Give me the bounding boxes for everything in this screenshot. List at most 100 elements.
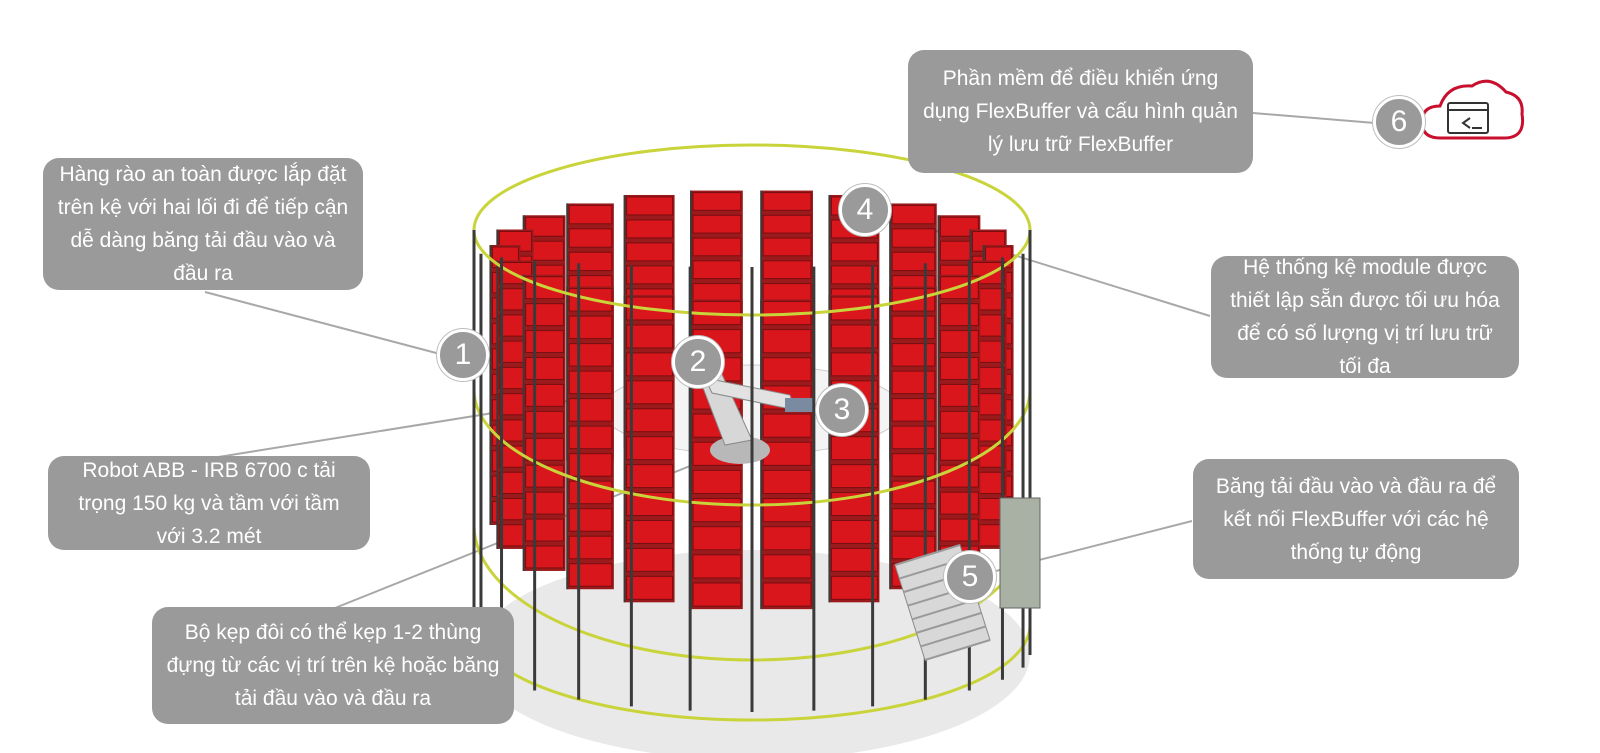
rack-column <box>496 260 534 549</box>
storage-bin <box>762 469 812 495</box>
callout-racking-text: Hệ thống kệ module được thiết lập sẵn đư… <box>1230 256 1500 378</box>
storage-bin <box>525 545 565 569</box>
storage-bin <box>525 303 565 327</box>
storage-bin <box>891 370 936 395</box>
storage-bin <box>830 520 878 544</box>
robot-gripper <box>785 398 815 412</box>
storage-bin <box>568 398 613 422</box>
storage-bin <box>830 352 878 377</box>
storage-bin <box>762 526 812 551</box>
storage-bin <box>762 329 812 354</box>
rack-column <box>623 295 675 603</box>
storage-bin <box>525 410 565 434</box>
storage-bin <box>830 324 878 349</box>
control-cabinet <box>999 497 1041 609</box>
storage-bin <box>939 437 979 461</box>
storage-bin <box>830 265 878 285</box>
rack-column <box>522 274 566 571</box>
storage-bin <box>762 192 812 211</box>
conveyor-roller <box>920 625 987 648</box>
callout-safety-fence-text: Hàng rào an toàn được lắp đặt trên kệ vớ… <box>57 163 349 285</box>
callout-gripper: Bộ kẹp đôi có thể kẹp 1-2 thùng đựng từ … <box>152 607 514 724</box>
storage-bin <box>525 383 565 407</box>
storage-bin <box>692 192 742 211</box>
storage-bin <box>939 464 979 488</box>
storage-bin <box>762 582 812 607</box>
marker-5: 5 <box>944 551 996 603</box>
conveyor-roller <box>924 639 991 661</box>
storage-bin <box>626 464 674 489</box>
storage-bin <box>568 343 613 367</box>
storage-bin <box>626 352 674 377</box>
storage-bin <box>891 425 936 450</box>
storage-bin <box>568 251 613 272</box>
callout-robot: Robot ABB - IRB 6700 c tải trọng 150 kg … <box>48 456 370 550</box>
storage-bin <box>939 518 979 542</box>
callout-safety-fence: Hàng rào an toàn được lắp đặt trên kệ vớ… <box>43 158 363 290</box>
storage-bin <box>891 315 936 340</box>
storage-bin <box>762 357 812 382</box>
callout-racking: Hệ thống kệ module được thiết lập sẵn đư… <box>1211 256 1519 378</box>
storage-bin <box>762 283 812 302</box>
storage-bin <box>939 410 979 434</box>
storage-bin <box>891 251 936 272</box>
storage-bin <box>626 575 674 600</box>
storage-bin <box>891 508 936 532</box>
callout-software: Phần mềm để điều khiển ứng dụng FlexBuff… <box>908 50 1253 173</box>
storage-bin <box>568 453 613 477</box>
storage-bin <box>762 554 812 579</box>
storage-bin <box>939 303 979 327</box>
storage-bin <box>830 242 878 262</box>
storage-bin <box>626 380 674 405</box>
storage-bin <box>891 398 936 422</box>
marker-1: 1 <box>437 329 489 381</box>
leader-line-1 <box>204 291 441 355</box>
storage-bin <box>626 436 674 461</box>
storage-bin <box>891 453 936 477</box>
storage-bin <box>525 464 565 488</box>
callout-gripper-text: Bộ kẹp đôi có thể kẹp 1-2 thùng đựng từ … <box>166 621 500 710</box>
storage-bin <box>692 214 742 234</box>
storage-bin <box>525 216 565 237</box>
storage-bin <box>830 436 878 461</box>
storage-bin <box>626 196 674 216</box>
storage-bin <box>692 526 742 551</box>
storage-bin <box>762 441 812 466</box>
storage-bin <box>692 554 742 579</box>
conveyor-roller <box>894 544 961 566</box>
callout-robot-text: Robot ABB - IRB 6700 c tải trọng 150 kg … <box>78 458 340 548</box>
rack-column <box>889 286 937 590</box>
storage-bin <box>525 491 565 515</box>
storage-bin <box>568 508 613 532</box>
storage-bin <box>692 582 742 607</box>
rack-column <box>828 295 880 603</box>
storage-bin <box>626 265 674 285</box>
terminal-prompt <box>1461 117 1471 129</box>
storage-bin <box>568 425 613 450</box>
storage-bin <box>891 204 936 225</box>
storage-bin <box>939 491 979 515</box>
storage-bin <box>626 324 674 349</box>
storage-bin <box>568 204 613 225</box>
storage-bin <box>939 216 979 237</box>
marker-6: 6 <box>1373 96 1425 148</box>
marker-4: 4 <box>839 184 891 236</box>
storage-bin <box>939 383 979 407</box>
storage-bin <box>830 464 878 489</box>
rack-column <box>937 274 981 571</box>
storage-bin <box>891 228 936 248</box>
storage-bin <box>762 237 812 257</box>
storage-bin <box>525 357 565 380</box>
storage-bin <box>568 535 613 560</box>
conveyor-roller <box>916 611 982 634</box>
marker-2: 2 <box>672 336 724 388</box>
callout-conveyor: Băng tải đầu vào và đầu ra để kết nối Fl… <box>1193 459 1519 579</box>
storage-bin <box>525 330 565 354</box>
storage-bin <box>692 237 742 257</box>
storage-bin <box>525 437 565 461</box>
storage-bin <box>525 518 565 542</box>
storage-bin <box>568 370 613 395</box>
robot-arm <box>699 369 815 464</box>
